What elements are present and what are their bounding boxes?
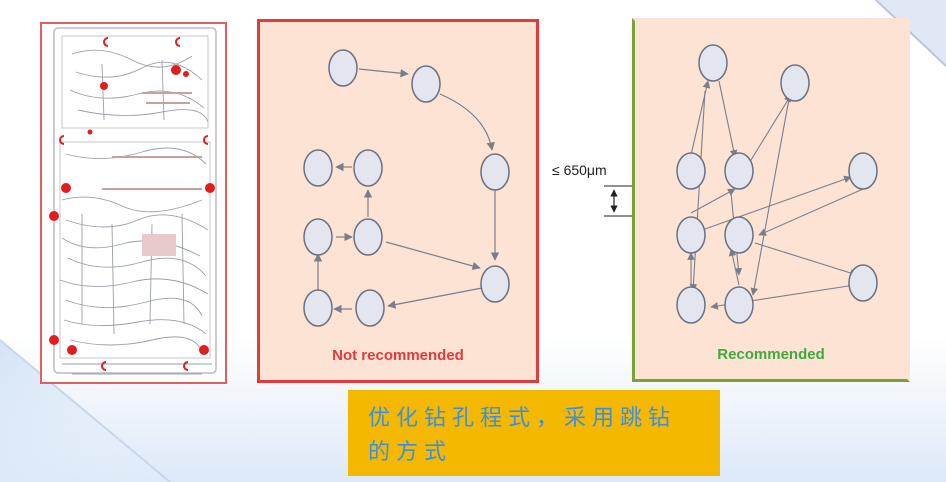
pcb-corner-marks: [59, 37, 209, 371]
drill-hole-node: [353, 149, 383, 187]
pcb-traces: [59, 49, 212, 375]
drill-hole-node: [848, 152, 878, 190]
skip-drill-path-diagram: [676, 44, 878, 324]
pcb-pad-rows: [102, 92, 202, 256]
not-recommended-label: Not recommended: [332, 347, 464, 364]
drill-hole-node: [303, 149, 333, 187]
pcb-fiducial-dots: [49, 65, 215, 355]
pcb-drill-layout-image: [40, 22, 227, 384]
recommended-panel: Recommended: [632, 18, 910, 382]
drill-hole-node: [698, 44, 728, 82]
drill-hole-node: [355, 289, 385, 327]
pcb-drawing: [49, 27, 217, 375]
optimization-caption-box: 优化钻孔程式，采用跳钻的方式: [348, 390, 720, 476]
drill-hole-node: [848, 264, 878, 302]
drill-hole-nodes: [676, 44, 878, 324]
drill-hole-node: [724, 216, 754, 254]
drill-hole-node: [780, 64, 810, 102]
drill-hole-node: [480, 265, 510, 303]
drill-path-arrows: [687, 80, 864, 310]
drill-hole-node: [724, 152, 754, 190]
drill-hole-node: [328, 49, 358, 87]
corner-edge: [0, 339, 171, 482]
recommended-label: Recommended: [717, 346, 825, 363]
pitch-dimension-label: ≤ 650μm: [552, 162, 607, 178]
sequential-drill-path-diagram: [303, 49, 510, 327]
optimization-caption-text: 优化钻孔程式，采用跳钻的方式: [368, 406, 677, 465]
drill-hole-node: [303, 289, 333, 327]
drill-hole-nodes: [303, 49, 510, 327]
drill-hole-node: [676, 216, 706, 254]
drill-hole-node: [480, 153, 510, 191]
drill-path-arrows: [313, 68, 500, 314]
drill-hole-node: [676, 286, 706, 324]
corner-edge: [875, 0, 946, 67]
drill-hole-node: [353, 218, 383, 256]
drill-hole-node: [724, 286, 754, 324]
drill-hole-node: [411, 65, 441, 103]
not-recommended-panel: Not recommended: [257, 19, 539, 383]
drill-hole-node: [676, 152, 706, 190]
drill-hole-node: [303, 218, 333, 256]
